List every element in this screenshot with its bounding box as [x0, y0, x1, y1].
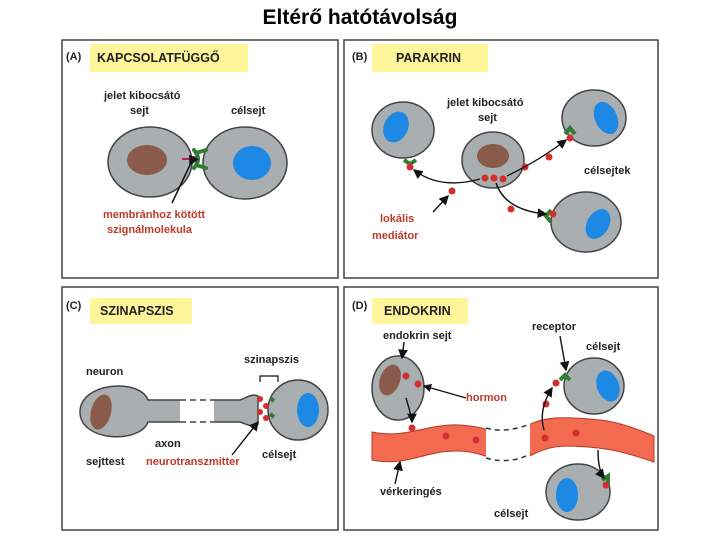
panel-b: (B) PARAKRIN jelet kibocsátó sejt cél — [343, 39, 659, 279]
panel-a-letter: (A) — [66, 51, 82, 63]
endocrine-cell-pointer — [398, 341, 408, 360]
page-title: Eltérő hatótávolság — [262, 6, 458, 29]
axon-gap — [180, 398, 214, 424]
molecule-label-2: szignálmolekula — [107, 224, 193, 236]
paracrine-signal-label-1: jelet kibocsátó — [446, 97, 524, 109]
hormone-dot — [541, 434, 549, 442]
mediator-dot — [481, 174, 489, 182]
hormone-dot — [572, 429, 580, 437]
mediator-label-1: lokális — [380, 213, 414, 225]
target-cells-label: célsejtek — [584, 165, 631, 177]
synapse-receptor-icon — [268, 396, 276, 419]
panel-c-header: SZINAPSZIS — [100, 304, 174, 318]
panel-a-header: KAPCSOLATFÜGGŐ — [97, 50, 220, 65]
circulation-label: vérkeringés — [380, 486, 442, 498]
hormone-dot — [414, 380, 422, 388]
target-cell-label: célsejt — [231, 105, 266, 117]
receptor-pointer — [559, 335, 570, 372]
panel-d-header-bg — [372, 298, 468, 324]
receptor-label: receptor — [532, 321, 577, 333]
mediator-dot — [448, 187, 456, 195]
bound-mediator-left — [406, 163, 414, 171]
neuron-nucleus — [90, 394, 112, 430]
molecule-label-1: membránhoz kötött — [103, 209, 205, 221]
receptor-top-right-icon — [563, 124, 577, 136]
signal-cell-label-2: sejt — [130, 105, 149, 117]
target-nucleus-left — [383, 111, 409, 143]
hormone-label: hormon — [466, 392, 507, 404]
endocrine-receptor-top-icon — [558, 372, 572, 382]
target-nucleus-bottom-right — [585, 209, 611, 239]
diffusion-arrow-left — [412, 169, 481, 184]
panel-c-header-bg — [90, 298, 192, 324]
mediator-dot — [507, 205, 515, 213]
neurotransmitter-dot — [263, 403, 269, 409]
mediator-dot — [545, 153, 553, 161]
circulation-pointer — [393, 460, 403, 485]
mediator-label-2: mediátor — [372, 230, 419, 242]
panel-b-header-bg — [372, 44, 488, 72]
hormone-arrow-top — [541, 386, 553, 431]
hormone-dot — [442, 432, 450, 440]
hormone-dot — [402, 372, 410, 380]
mediator-dot — [490, 174, 498, 182]
endocrine-target-label-bottom: célsejt — [494, 508, 529, 520]
signal-nucleus — [127, 145, 167, 175]
mediator-pointer — [432, 194, 449, 213]
vessel-dash-bottom — [485, 453, 531, 462]
bound-mediator-top-right — [566, 134, 574, 142]
neuron-label: neuron — [86, 366, 124, 378]
mediator-dot — [499, 175, 507, 183]
synapse-label: szinapszis — [244, 354, 299, 366]
panel-d: (D) ENDOKRIN endokrin sejt receptor céls… — [343, 286, 659, 531]
neurotransmitter-label: neurotranszmitter — [146, 456, 240, 468]
diffusion-arrow-bottom-right — [495, 182, 548, 219]
bound-hormone-bottom — [602, 481, 610, 489]
endocrine-nucleus — [379, 364, 401, 396]
neurotransmitter-dot — [257, 396, 263, 402]
bound-hormone-top — [552, 379, 560, 387]
neurotransmitter-dot — [263, 415, 269, 421]
hormone-dot — [472, 436, 480, 444]
hormone-pointer — [422, 383, 467, 399]
signal-cell-label-1: jelet kibocsátó — [103, 90, 181, 102]
paracrine-signal-label-2: sejt — [478, 112, 497, 124]
synapse-bracket — [259, 375, 279, 382]
panel-b-header: PARAKRIN — [396, 51, 461, 65]
cell-body-label: sejttest — [86, 456, 125, 468]
panel-a: (A) KAPCSOLATFÜGGŐ jelet kibocsátó sejt … — [61, 39, 339, 279]
panel-a-header-bg — [90, 44, 248, 72]
endocrine-target-bottom-nucleus — [556, 478, 578, 512]
neurotransmitter-pointer — [231, 420, 259, 456]
panel-c: (C) SZINAPSZIS neuron szinapszis axon se… — [61, 286, 339, 531]
panel-d-header: ENDOKRIN — [384, 304, 451, 318]
synapse-target-label: célsejt — [262, 449, 297, 461]
neurotransmitter-dot — [257, 409, 263, 415]
endocrine-target-label-top: célsejt — [586, 341, 621, 353]
panel-d-letter: (D) — [352, 300, 368, 312]
endocrine-target-top-nucleus — [596, 370, 620, 402]
bound-mediator-bottom-right — [549, 210, 557, 218]
molecule-pointer — [171, 154, 199, 204]
target-cell-bottom-right — [550, 191, 622, 253]
panel-b-letter: (B) — [352, 51, 368, 63]
axon-label: axon — [155, 438, 181, 450]
hormone-dot — [408, 424, 416, 432]
target-nucleus — [233, 146, 271, 180]
target-nucleus-top-right — [593, 101, 619, 135]
hormone-arrow-bottom — [595, 449, 605, 480]
vessel-dash-top — [485, 423, 531, 431]
paracrine-signal-nucleus — [477, 144, 509, 168]
diffusion-arrow-top-right — [506, 139, 568, 177]
synapse-target-nucleus — [297, 393, 319, 427]
endocrine-cell-label: endokrin sejt — [383, 330, 452, 342]
panel-c-letter: (C) — [66, 300, 82, 312]
secretion-arrow — [405, 397, 417, 424]
